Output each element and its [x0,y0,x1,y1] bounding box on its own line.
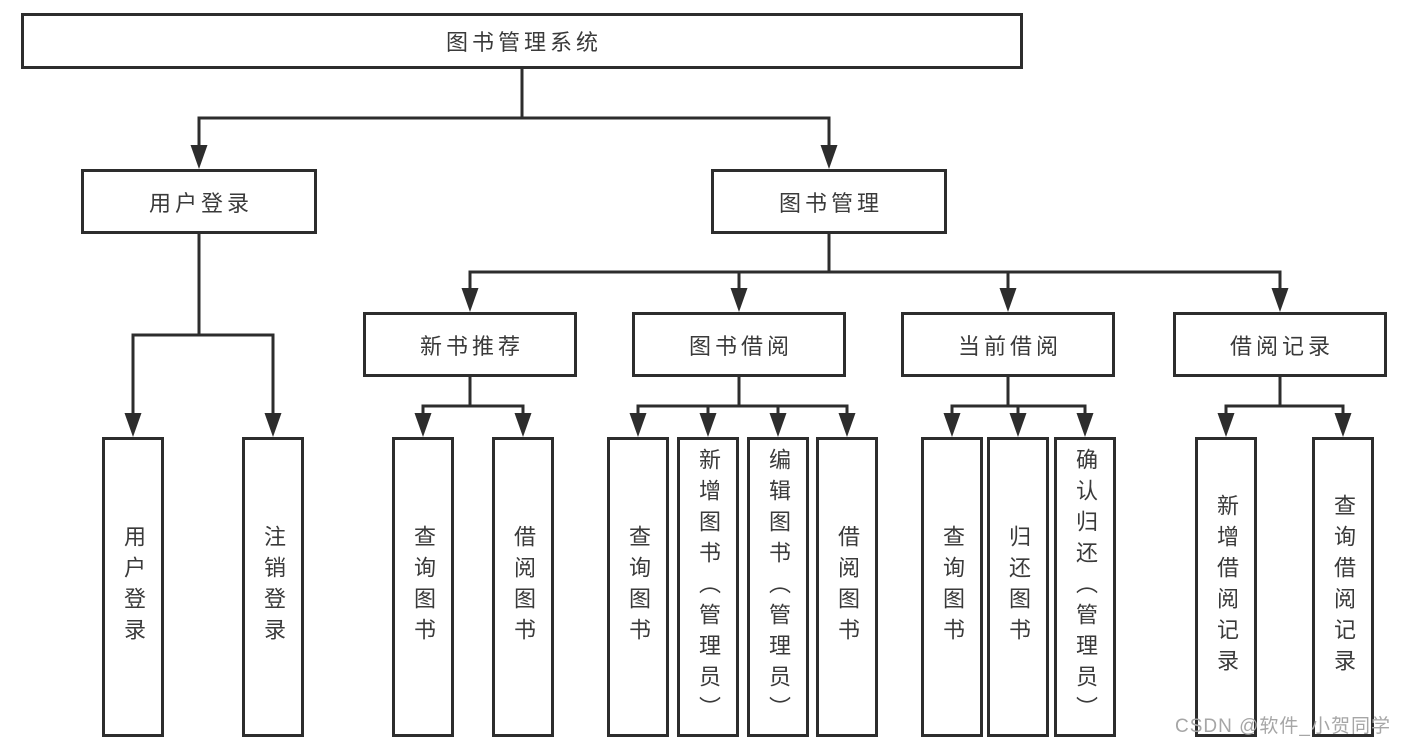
node-leaf-add-borrow-record-label: 新增借阅记录 [1214,494,1239,680]
node-leaf-query-book-borrow-label: 查询图书 [626,525,651,649]
node-leaf-borrow-book-recommend: 借阅图书 [492,437,554,737]
node-book-management: 图书管理 [711,169,947,234]
node-leaf-edit-book-admin: 编辑图书（管理员） [747,437,809,737]
node-leaf-query-book-current-label: 查询图书 [940,525,965,649]
node-new-book-recommend: 新书推荐 [363,312,577,377]
node-book-management-label: 图书管理 [778,190,883,216]
node-root-label: 图书管理系统 [445,30,602,55]
node-leaf-query-book-recommend: 查询图书 [392,437,454,737]
node-leaf-query-book-borrow: 查询图书 [607,437,669,737]
node-user-login: 用户登录 [81,169,317,234]
node-current-borrow-label: 当前借阅 [957,333,1062,359]
node-leaf-return-book: 归还图书 [987,437,1049,737]
node-leaf-borrow-book-recommend-label: 借阅图书 [511,525,536,649]
node-borrow-record-label: 借阅记录 [1229,333,1334,359]
node-leaf-add-borrow-record: 新增借阅记录 [1195,437,1257,737]
node-leaf-user-login: 用户登录 [102,437,164,737]
node-book-borrow-label: 图书借阅 [688,333,793,359]
node-leaf-edit-book-admin-label: 编辑图书（管理员） [766,447,791,727]
node-book-borrow: 图书借阅 [632,312,846,377]
node-leaf-borrow-book-label: 借阅图书 [835,525,860,649]
node-leaf-add-book-admin-label: 新增图书（管理员） [696,447,721,727]
node-leaf-confirm-return-admin-label: 确认归还（管理员） [1073,447,1098,727]
node-leaf-logout: 注销登录 [242,437,304,737]
node-leaf-add-book-admin: 新增图书（管理员） [677,437,739,737]
node-leaf-user-login-label: 用户登录 [121,525,146,649]
node-user-login-label: 用户登录 [148,190,253,216]
node-leaf-logout-label: 注销登录 [261,525,286,649]
node-leaf-query-book-current: 查询图书 [921,437,983,737]
node-leaf-return-book-label: 归还图书 [1006,525,1031,649]
node-leaf-query-borrow-record-label: 查询借阅记录 [1331,494,1356,680]
node-leaf-query-book-recommend-label: 查询图书 [411,525,436,649]
node-leaf-confirm-return-admin: 确认归还（管理员） [1054,437,1116,737]
node-new-book-recommend-label: 新书推荐 [419,333,524,359]
node-leaf-borrow-book: 借阅图书 [816,437,878,737]
node-leaf-query-borrow-record: 查询借阅记录 [1312,437,1374,737]
node-borrow-record: 借阅记录 [1173,312,1387,377]
node-current-borrow: 当前借阅 [901,312,1115,377]
csdn-watermark: CSDN @软件_小贺同学 [1175,716,1391,737]
node-root: 图书管理系统 [21,13,1023,69]
